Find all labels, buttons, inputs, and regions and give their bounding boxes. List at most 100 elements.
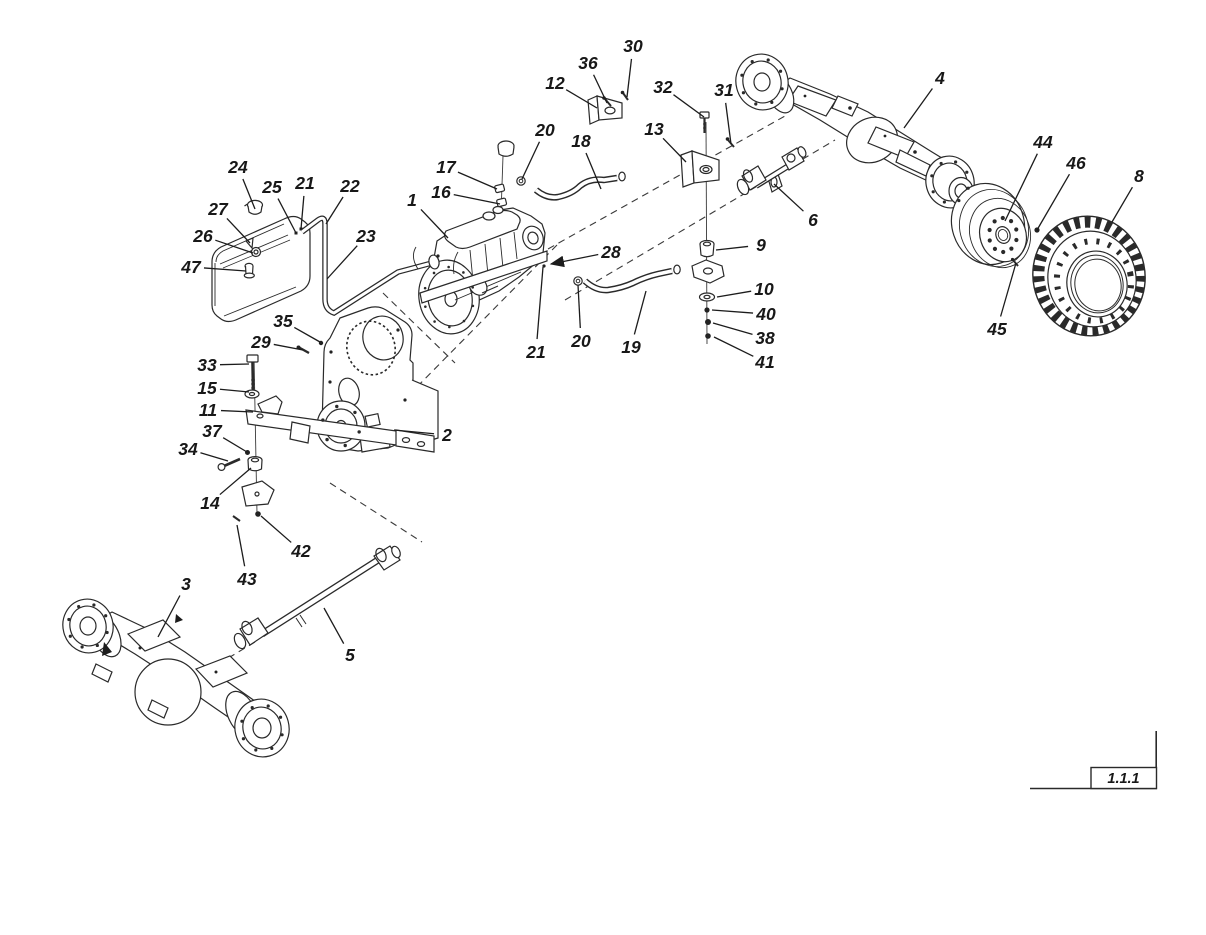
wheel-rim-part (950, 182, 1040, 269)
callout-label-8: 8 (1134, 166, 1144, 186)
center-lines (204, 115, 836, 673)
callout-label-36: 36 (578, 53, 598, 73)
callout-leader-9 (715, 245, 749, 251)
callout-label-20: 20 (570, 331, 591, 351)
bracket-12 (587, 95, 623, 125)
bolt-dot (966, 186, 970, 190)
callout-leader-26 (215, 239, 254, 254)
o-ring (516, 176, 526, 186)
mount-bracket-hardware (217, 354, 435, 522)
bolt-dot (1008, 219, 1014, 224)
bolt-dot (321, 418, 325, 422)
callout-leader-20 (521, 141, 541, 180)
isolator-plate (241, 480, 275, 507)
bolt-dot (930, 174, 934, 178)
bolt-dot (424, 305, 427, 308)
bolt-dot (954, 160, 958, 164)
engine-mount-rail (419, 250, 548, 304)
callout-label-12: 12 (545, 73, 565, 93)
callout-leader-24 (242, 178, 256, 210)
callout-label-31: 31 (714, 80, 733, 100)
bolt-dot (1000, 215, 1005, 221)
callout-leader-30 (626, 58, 633, 98)
callout-label-32: 32 (653, 77, 673, 97)
breather-hose-18 (516, 171, 626, 201)
bolt-dot (353, 410, 357, 415)
callout-label-30: 30 (623, 36, 643, 56)
washer-10 (698, 292, 716, 302)
callout-leader-6 (773, 183, 804, 212)
callout-label-25: 25 (261, 177, 282, 197)
callout-leader-42 (260, 515, 292, 543)
drawing-frame: 1.1.1 (1030, 731, 1158, 790)
callout-label-6: 6 (808, 210, 818, 230)
fuel-cap-part (244, 199, 264, 215)
bolt-dot (104, 614, 108, 618)
callout-label-44: 44 (1032, 132, 1053, 152)
screw-41 (705, 333, 711, 339)
callout-leader-23 (326, 245, 358, 280)
callout-leader-21 (300, 195, 305, 230)
fuel-tank-part (211, 199, 311, 323)
bolt-dot (433, 320, 436, 323)
fuel-line-hose (300, 215, 448, 317)
callout-label-13: 13 (644, 119, 664, 139)
bolt-dot (754, 102, 758, 106)
pin-43 (232, 515, 241, 522)
driveshaft-6 (736, 146, 807, 196)
bolt-dot (987, 227, 992, 233)
callout-leader-1 (420, 208, 449, 239)
screw-42 (255, 511, 261, 517)
bracket-13 (680, 150, 720, 188)
callout-leader-35 (293, 326, 321, 343)
bracket-11 (245, 395, 435, 453)
bolt-dot (987, 238, 992, 243)
nut-14 (247, 456, 263, 472)
callout-label-5: 5 (345, 645, 355, 665)
callout-label-9: 9 (756, 235, 766, 255)
bolt-dot (462, 319, 466, 323)
bolt-dot (1009, 246, 1014, 251)
callout-leader-44 (1004, 153, 1038, 222)
callout-leader-11 (220, 409, 254, 413)
callout-label-37: 37 (202, 421, 223, 441)
callout-label-17: 17 (436, 157, 457, 177)
bolt-dot (957, 198, 961, 203)
callout-leader-46 (1036, 173, 1071, 231)
callout-leader-15 (219, 388, 250, 393)
callout-label-14: 14 (200, 493, 220, 513)
breather-hose-19 (573, 264, 681, 294)
bolt-dot (939, 161, 943, 166)
callout-label-20: 20 (534, 120, 555, 140)
bolt-dot (67, 617, 71, 622)
callout-leader-14 (219, 467, 252, 496)
washer-40 (704, 307, 710, 313)
callout-label-21: 21 (294, 173, 314, 193)
callout-leader-21 (536, 266, 544, 340)
callout-label-24: 24 (227, 157, 248, 177)
bolt-dot (778, 69, 783, 73)
callout-label-42: 42 (290, 541, 311, 561)
callout-leader-12 (565, 89, 598, 109)
callout-label-35: 35 (273, 311, 293, 331)
callout-leader-27 (226, 218, 251, 244)
callout-label-2: 2 (441, 425, 452, 445)
callout-leader-45 (999, 262, 1017, 317)
callout-leader-29 (273, 343, 304, 351)
callout-label-33: 33 (197, 355, 217, 375)
callout-leader-19 (633, 290, 647, 335)
callout-label-21: 21 (525, 342, 545, 362)
washer-38 (705, 319, 711, 325)
callout-label-3: 3 (181, 574, 191, 594)
o-ring (573, 276, 583, 286)
callout-leader-43 (236, 524, 246, 567)
bolt-dot (423, 286, 427, 290)
callout-label-18: 18 (571, 131, 591, 151)
callout-leader-25 (277, 198, 297, 234)
bolt-dot (741, 91, 746, 95)
engine-part (413, 205, 548, 335)
page-ref-box (1090, 766, 1158, 790)
bolt-33 (246, 354, 259, 392)
bolt-dot (335, 404, 339, 409)
